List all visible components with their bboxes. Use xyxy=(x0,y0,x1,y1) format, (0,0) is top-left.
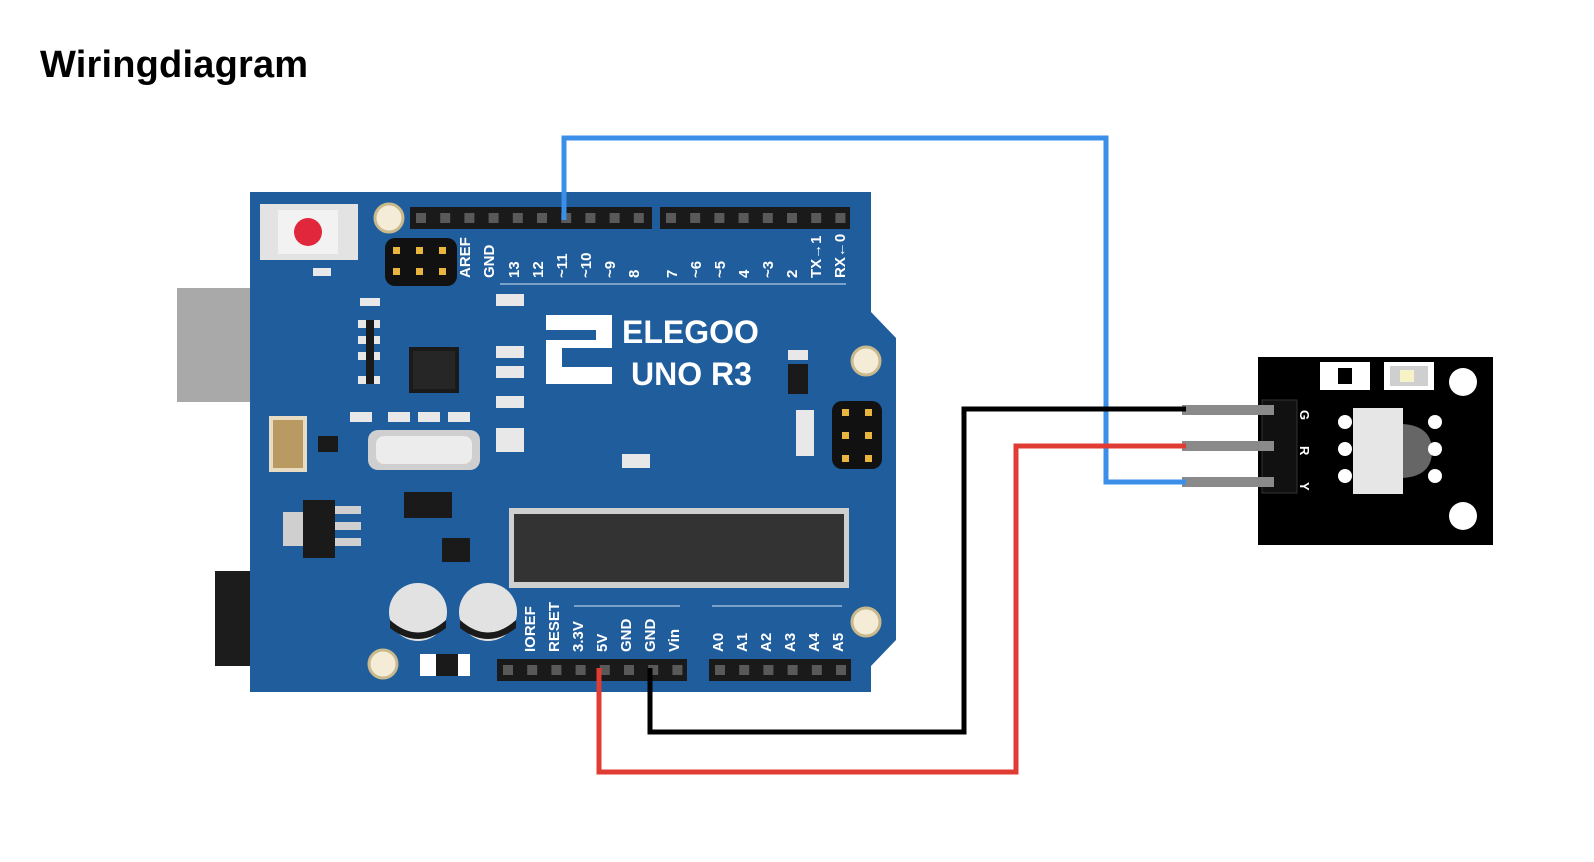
analog-pin-label: A2 xyxy=(758,633,775,652)
crystal xyxy=(368,430,480,470)
pin-label: AREF xyxy=(457,237,474,278)
atmega-chip xyxy=(509,508,849,588)
analog-pin-label: A1 xyxy=(734,633,751,652)
header-socket xyxy=(537,213,547,223)
pin-label: 4 xyxy=(736,269,753,278)
pin-label: 2 xyxy=(784,270,801,278)
pin-label: ~3 xyxy=(760,261,777,278)
header-socket xyxy=(527,665,538,675)
usb-chip xyxy=(409,347,459,393)
icsp-header-right xyxy=(832,401,882,469)
model-text: UNO R3 xyxy=(631,356,752,392)
pin-label: RESET xyxy=(546,602,563,652)
header-socket xyxy=(811,665,822,675)
pin-label: ~9 xyxy=(602,261,619,278)
elegoo-logo: ELEGOO UNO R3 xyxy=(546,314,759,392)
header-socket xyxy=(624,665,634,675)
voltage-regulator xyxy=(283,500,361,558)
analog-pin-label: A4 xyxy=(806,632,823,652)
header-socket xyxy=(440,213,451,223)
icsp-header xyxy=(385,238,457,286)
header-socket xyxy=(811,213,822,223)
diode xyxy=(420,654,470,676)
header-socket xyxy=(464,213,475,223)
capacitor xyxy=(269,416,307,472)
pin-label: GND xyxy=(618,619,635,653)
mounting-hole xyxy=(850,345,882,377)
pin-label: 12 xyxy=(530,261,547,278)
sensor-module: G R Y xyxy=(1182,357,1493,545)
header-socket xyxy=(648,665,659,675)
module-pin-label-r: R xyxy=(1297,446,1312,456)
analog-pin-label: A5 xyxy=(830,633,847,652)
module-pins xyxy=(1182,405,1274,487)
header-socket xyxy=(609,213,620,223)
pin-label: Vin xyxy=(666,629,683,652)
pin-label: ~10 xyxy=(578,253,595,278)
mounting-hole xyxy=(850,606,882,638)
header-socket xyxy=(787,665,798,675)
electrolytic-capacitor xyxy=(389,583,447,641)
power-pin-labels: IOREF RESET 3.3V 5V GND GND Vin A0 A1 A2 A3 A4 A5 xyxy=(522,602,847,652)
electrolytic-capacitor xyxy=(459,583,517,641)
module-pin-label-y: Y xyxy=(1297,482,1312,491)
wire-ground xyxy=(647,406,1186,735)
header-socket xyxy=(714,213,725,223)
header-socket xyxy=(762,213,773,223)
pin-label: RX←0 xyxy=(832,234,849,278)
pin-label: 13 xyxy=(506,261,523,278)
pin-label: GND xyxy=(642,619,659,653)
pin-label: ~5 xyxy=(712,261,729,278)
header-socket xyxy=(575,665,586,675)
header-socket xyxy=(715,665,725,675)
mounting-hole xyxy=(373,202,405,234)
pin-label: ~6 xyxy=(688,261,705,278)
header-socket xyxy=(488,213,499,223)
header-socket xyxy=(763,665,774,675)
reset-button xyxy=(260,204,358,260)
header-socket xyxy=(738,213,749,223)
page-title: Wiringdiagram xyxy=(40,44,309,86)
pin-label: 5V xyxy=(594,634,611,652)
header-socket xyxy=(672,665,683,675)
header-socket xyxy=(585,213,596,223)
header-socket xyxy=(512,213,523,223)
header-socket xyxy=(666,213,676,223)
header-socket xyxy=(787,213,797,223)
header-socket xyxy=(633,213,644,223)
header-socket xyxy=(416,213,426,223)
wire-power xyxy=(596,443,1186,775)
wire-signal xyxy=(561,135,1186,485)
module-hole xyxy=(1449,502,1477,530)
pin-label: ~11 xyxy=(554,253,571,278)
power-header xyxy=(497,659,851,681)
arduino-board: AREF GND 13 12 ~11 ~10 ~9 8 7 ~6 ~5 4 ~3 2 TX→1 RX←0 IO… xyxy=(177,192,896,692)
module-hole xyxy=(1449,368,1477,396)
mounting-hole xyxy=(367,648,399,680)
header-socket xyxy=(835,213,846,223)
pin-label: 8 xyxy=(626,270,643,278)
digital-header xyxy=(410,207,850,229)
pin-label: TX→1 xyxy=(808,235,825,278)
analog-pin-label: A0 xyxy=(710,633,727,652)
module-pin-label-g: G xyxy=(1297,410,1312,420)
analog-pin-label: A3 xyxy=(782,633,799,652)
header-socket xyxy=(551,665,562,675)
header-socket xyxy=(503,665,513,675)
header-socket xyxy=(836,665,846,675)
header-socket xyxy=(690,213,701,223)
pin-label: GND xyxy=(481,245,498,279)
digital-pin-labels: AREF GND 13 12 ~11 ~10 ~9 8 7 ~6 ~5 4 ~3 2 TX→1 RX←0 xyxy=(457,234,849,278)
brand-text: ELEGOO xyxy=(622,314,759,350)
pin-label: IOREF xyxy=(522,606,539,652)
header-socket xyxy=(739,665,750,675)
header-socket xyxy=(599,665,610,675)
pin-label: 3.3V xyxy=(570,621,587,652)
ir-receiver-icon xyxy=(1338,408,1442,494)
pin-label: 7 xyxy=(664,270,681,278)
